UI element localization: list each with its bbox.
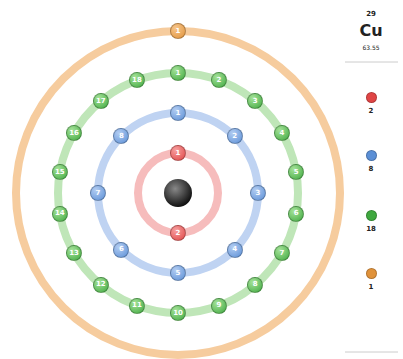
electron-number: 6 xyxy=(119,246,124,253)
electron-number: 10 xyxy=(173,310,183,317)
electron: 8 xyxy=(113,128,129,144)
electron-number: 2 xyxy=(232,133,237,140)
electron: 8 xyxy=(247,277,263,293)
electron: 2 xyxy=(211,72,227,88)
legend-count: 2 xyxy=(359,107,383,115)
electron: 11 xyxy=(129,298,145,314)
electron: 16 xyxy=(66,125,82,141)
electron-number: 12 xyxy=(96,281,106,288)
electron-number: 8 xyxy=(119,133,124,140)
atomic-number: 29 xyxy=(366,10,376,18)
electron: 7 xyxy=(274,245,290,261)
nucleus xyxy=(164,179,192,207)
electron-number: 3 xyxy=(256,190,261,197)
electron-number: 13 xyxy=(69,250,79,257)
electron: 9 xyxy=(211,298,227,314)
legend-swatch xyxy=(366,210,377,221)
electron: 10 xyxy=(170,305,186,321)
electron: 1 xyxy=(170,105,186,121)
element-symbol: Cu xyxy=(359,21,382,40)
electron: 6 xyxy=(288,206,304,222)
electron: 17 xyxy=(93,93,109,109)
legend-swatch xyxy=(366,92,377,103)
shell-ring xyxy=(98,113,258,273)
electron: 1 xyxy=(170,65,186,81)
electron-number: 1 xyxy=(176,70,181,77)
legend-swatch xyxy=(366,268,377,279)
electron: 2 xyxy=(170,225,186,241)
electron: 5 xyxy=(288,164,304,180)
electron-number: 14 xyxy=(55,210,65,217)
electron: 7 xyxy=(90,185,106,201)
legend-count: 18 xyxy=(359,225,383,233)
electron-number: 1 xyxy=(176,110,181,117)
electron: 6 xyxy=(113,242,129,258)
divider-line xyxy=(345,62,398,63)
electron-number: 4 xyxy=(232,246,237,253)
electron: 2 xyxy=(227,128,243,144)
electron: 5 xyxy=(170,265,186,281)
electron-number: 17 xyxy=(96,98,106,105)
legend-count: 8 xyxy=(359,165,383,173)
electron-number: 4 xyxy=(279,130,284,137)
shell-ring xyxy=(58,73,298,313)
electron: 3 xyxy=(250,185,266,201)
electron-number: 9 xyxy=(217,302,222,309)
shell-ring xyxy=(138,153,218,233)
shell-ring xyxy=(16,31,340,355)
electron-number: 11 xyxy=(132,302,142,309)
electron-number: 15 xyxy=(55,169,65,176)
electron: 4 xyxy=(274,125,290,141)
electron-number: 7 xyxy=(279,250,284,257)
legend-swatch xyxy=(366,150,377,161)
electron-number: 2 xyxy=(217,77,222,84)
electron-number: 2 xyxy=(176,230,181,237)
electron: 18 xyxy=(129,72,145,88)
electron: 12 xyxy=(93,277,109,293)
electron-number: 1 xyxy=(176,28,181,35)
electron-number: 5 xyxy=(176,270,181,277)
electron-number: 7 xyxy=(96,190,101,197)
divider-line xyxy=(345,352,398,353)
electron: 15 xyxy=(52,164,68,180)
electron: 1 xyxy=(170,145,186,161)
electron-number: 6 xyxy=(294,210,299,217)
electron-number: 1 xyxy=(176,150,181,157)
electron: 4 xyxy=(227,242,243,258)
electron-number: 3 xyxy=(253,98,258,105)
electron: 3 xyxy=(247,93,263,109)
electron: 14 xyxy=(52,206,68,222)
atomic-mass: 63.55 xyxy=(362,44,379,51)
electron-number: 18 xyxy=(132,77,142,84)
legend-count: 1 xyxy=(359,283,383,291)
electron: 1 xyxy=(170,23,186,39)
electron: 13 xyxy=(66,245,82,261)
electron-number: 5 xyxy=(294,169,299,176)
electron-number: 16 xyxy=(69,130,79,137)
electron-number: 8 xyxy=(253,281,258,288)
